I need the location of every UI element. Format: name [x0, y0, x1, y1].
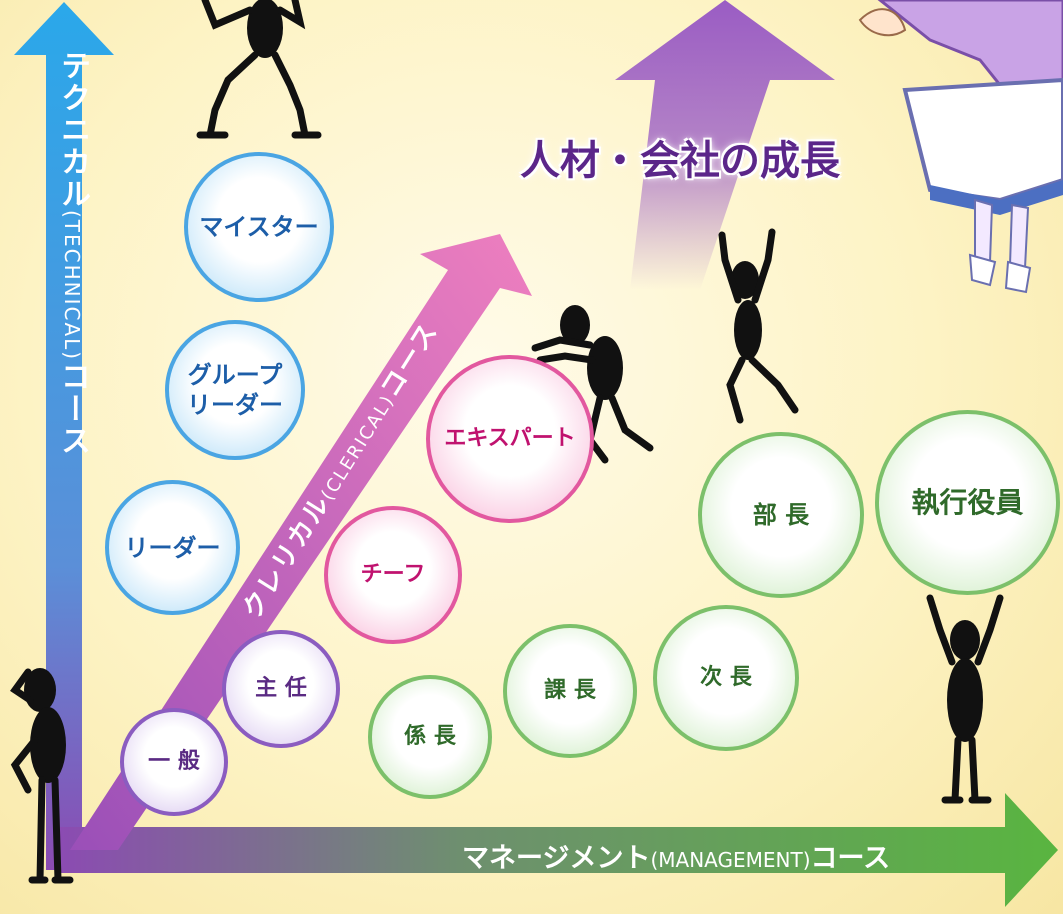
bubble-meister: マイスター	[184, 152, 334, 302]
growth-label: 人材・会社の成長	[520, 138, 840, 184]
stick-figure-lifting	[926, 594, 1004, 804]
bubble-department-head: 部 長	[698, 432, 864, 598]
clerical-axis-arrow	[70, 234, 532, 850]
management-course-sub: (MANAGEMENT)	[650, 848, 811, 872]
bubble-section-chief: 課 長	[503, 624, 637, 758]
bubble-executive-officer: 執行役員	[875, 410, 1060, 595]
stick-figure-origin	[10, 668, 74, 884]
growth-arrow	[615, 0, 835, 290]
technical-course-sub: (TECHNICAL)	[60, 210, 84, 362]
bubble-chief-staff: 主 任	[222, 630, 340, 748]
management-axis-arrow	[60, 793, 1058, 907]
stick-figure-jumping	[718, 228, 799, 424]
management-course-main: マネージメント	[462, 843, 651, 874]
bubble-leader: リーダー	[105, 480, 240, 615]
bubble-expert: エキスパート	[426, 355, 594, 523]
management-course-label: マネージメント(MANAGEMENT)コース	[462, 836, 890, 875]
technical-course-label: テクニカル(TECHNICAL)コース	[50, 50, 94, 457]
bubble-general: 一 般	[120, 708, 228, 816]
technical-course-suffix: コース	[55, 361, 90, 458]
bubble-subsection-chief: 係 長	[368, 675, 492, 799]
bubble-deputy-manager: 次 長	[653, 605, 799, 751]
technical-axis-arrow	[14, 2, 114, 870]
bubble-group-leader: グループ リーダー	[165, 320, 305, 460]
stick-figure-technical-top	[196, 0, 322, 139]
technical-course-main: テクニカル	[55, 50, 90, 210]
mascot-girl	[858, 0, 1063, 294]
management-course-suffix: コース	[810, 843, 891, 874]
stick-figure-pushing	[531, 305, 654, 464]
bubble-chief: チーフ	[324, 506, 462, 644]
